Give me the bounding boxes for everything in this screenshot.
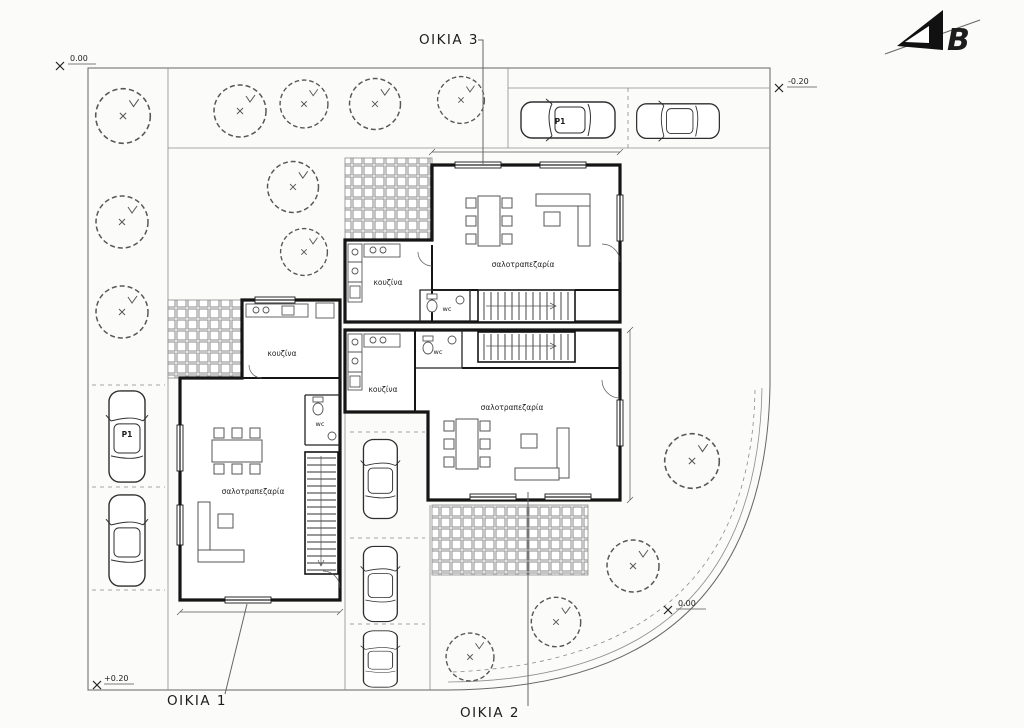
car xyxy=(359,545,401,623)
room-label-kitchen: κουζίνα xyxy=(368,385,397,394)
site-boundary xyxy=(87,67,771,691)
room-label-kitchen: κουζίνα xyxy=(373,278,402,287)
house-2-stairs xyxy=(477,331,576,363)
door-swing xyxy=(322,570,341,589)
wc-fixtures xyxy=(312,396,337,441)
door-swing xyxy=(417,251,433,267)
room-label-living: σαλοτραπεζαρία xyxy=(222,487,285,496)
label-oikia-3: ΟΙΚΙΑ 3 xyxy=(419,32,479,48)
house-oikia-3: κουζίνα σαλοτραπεζαρία wc xyxy=(343,161,624,324)
level-markers: 0.00 -0.20 0.00 +0.20 xyxy=(55,54,817,690)
dining-table xyxy=(211,427,263,475)
house-2-exterior-walls xyxy=(343,328,622,502)
kitchen-counter xyxy=(245,302,335,319)
label-oikia-1: ΟΙΚΙΑ 1 xyxy=(167,693,227,709)
house-title-labels: ΟΙΚΙΑ 3 ΟΙΚΙΑ 1 ΟΙΚΙΑ 2 xyxy=(167,32,529,721)
house-2-wc-walls xyxy=(415,330,463,369)
sofa-set xyxy=(535,193,591,247)
car xyxy=(359,438,401,520)
level-marker: 0.00 xyxy=(663,599,706,615)
label-oikia-2: ΟΙΚΙΑ 2 xyxy=(460,705,520,721)
tiled-patio-left xyxy=(167,299,243,379)
house-1-stairs xyxy=(304,451,339,575)
level-value: 0.00 xyxy=(70,54,88,63)
door-swing xyxy=(601,379,621,399)
door-swing xyxy=(601,243,621,263)
car xyxy=(105,494,149,587)
house-oikia-2: κουζίνα σαλοτραπεζαρία wc xyxy=(343,328,624,502)
door-swing xyxy=(248,364,263,379)
level-value: 0.00 xyxy=(678,599,696,608)
level-marker: +0.20 xyxy=(92,674,134,690)
room-label-wc: wc xyxy=(316,420,325,428)
paved-areas xyxy=(167,157,589,576)
sofa-set xyxy=(514,427,570,481)
north-letter: B xyxy=(947,23,970,58)
house-oikia-1: κουζίνα σαλοτραπεζαρία wc xyxy=(176,296,342,604)
house-3-stairs xyxy=(477,289,576,323)
kitchen-counter xyxy=(347,243,401,303)
level-value: +0.20 xyxy=(104,674,129,683)
tiled-patio-bottom xyxy=(431,504,589,576)
level-marker: 0.00 xyxy=(55,54,96,71)
parking-stall-label: P1 xyxy=(122,430,133,439)
dimension-lines xyxy=(176,148,634,616)
car xyxy=(359,630,401,688)
room-label-wc: wc xyxy=(434,348,443,356)
room-label-living: σαλοτραπεζαρία xyxy=(492,260,555,269)
cars: P1 P1 xyxy=(105,98,721,688)
room-label-wc: wc xyxy=(443,305,452,313)
sofa-set xyxy=(197,501,245,563)
north-arrow-icon: B xyxy=(884,10,981,58)
car xyxy=(635,100,721,142)
level-marker: -0.20 xyxy=(774,77,817,93)
leader-oikia-1 xyxy=(224,603,248,695)
parking-stall-label: P1 xyxy=(555,117,566,126)
level-value: -0.20 xyxy=(788,77,809,86)
tiled-patio-top xyxy=(344,157,433,241)
parking-stall-lines xyxy=(92,88,629,625)
house-3-wc-walls xyxy=(419,289,471,322)
wc-fixtures xyxy=(422,335,457,355)
car xyxy=(520,98,616,142)
dining-table xyxy=(443,418,491,470)
kitchen-counter xyxy=(347,333,401,391)
dining-table xyxy=(465,195,513,247)
room-label-kitchen: κουζίνα xyxy=(267,349,296,358)
house-1-wc-walls xyxy=(304,394,340,446)
leader-oikia-3 xyxy=(478,39,484,164)
room-label-living: σαλοτραπεζαρία xyxy=(481,403,544,412)
wc-fixtures xyxy=(426,293,465,313)
